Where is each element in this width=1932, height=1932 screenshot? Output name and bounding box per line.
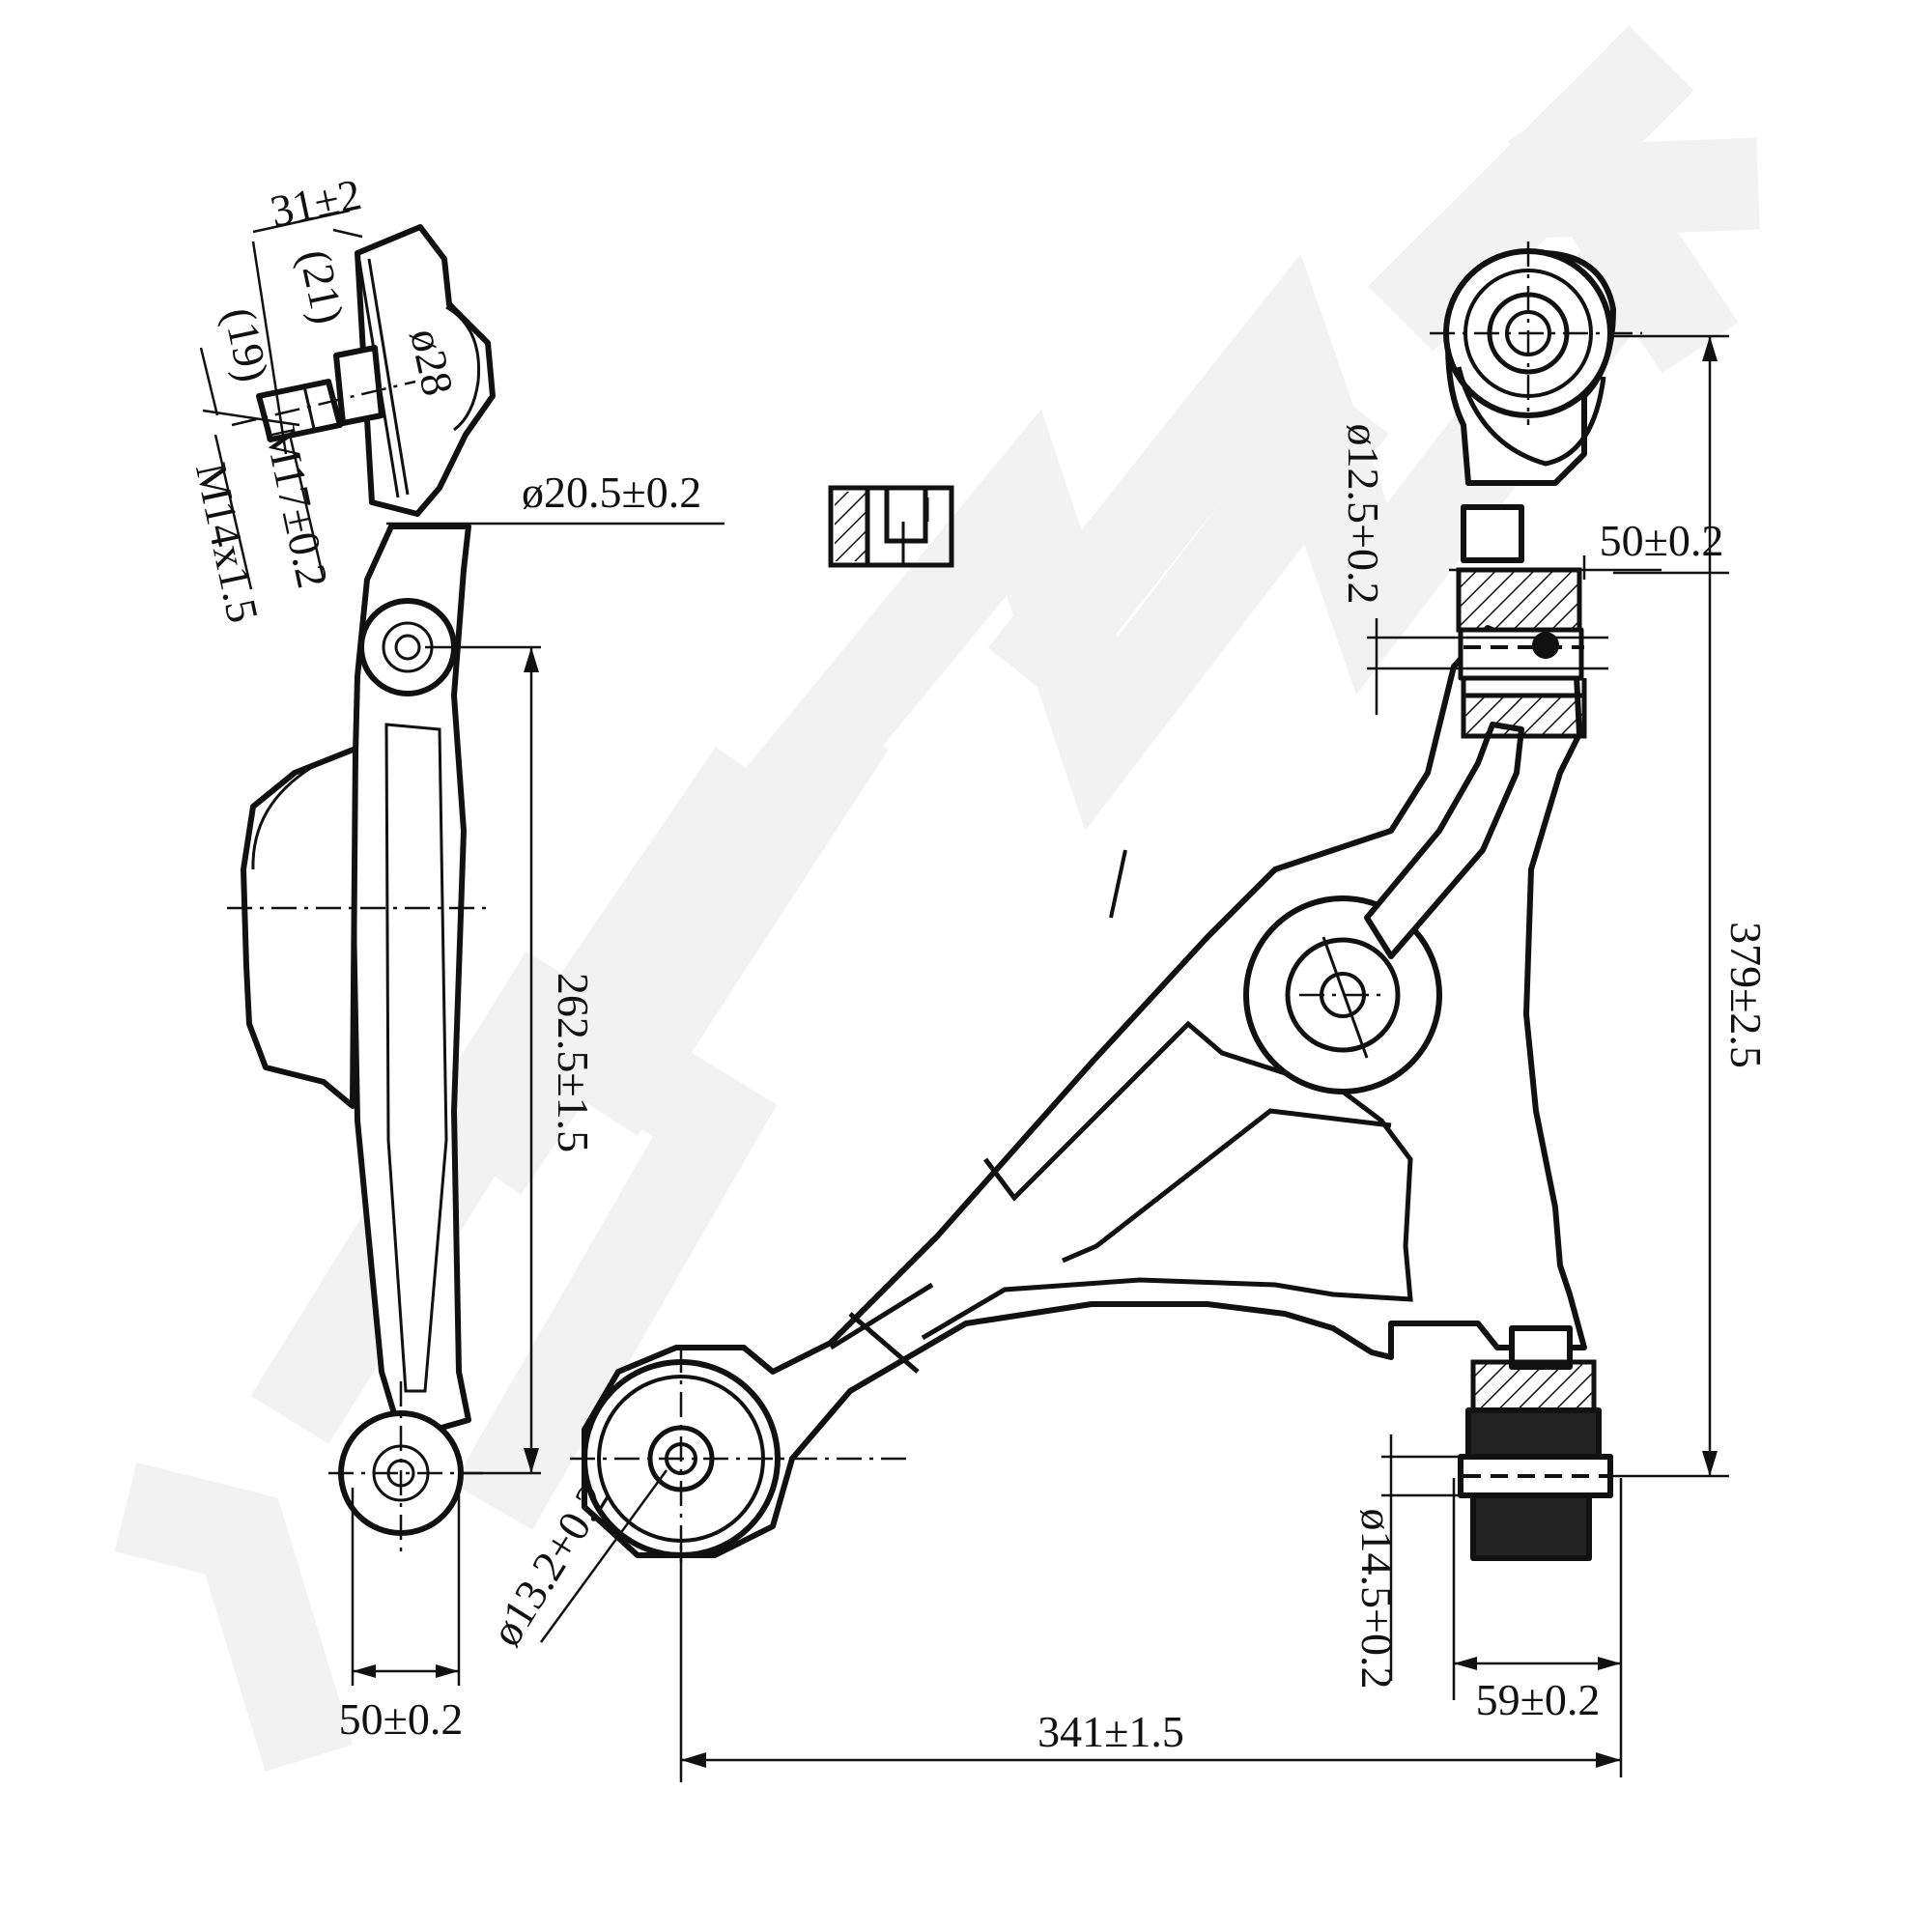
front-bushing-lower	[1461, 693, 1587, 739]
rear-bushing-lower	[1470, 1492, 1592, 1561]
dim-side-bushing-width: 50±0.2	[339, 1694, 464, 1744]
dim-flange-width: 31±2	[266, 169, 365, 236]
dim-stud-diameter: ø20.5±0.2	[522, 468, 701, 517]
dim-shank-length: (21)	[290, 245, 354, 328]
dim-front-bushing-width: 50±0.2	[1600, 516, 1724, 565]
control-arm-body	[582, 625, 1587, 1558]
front-bushing-upper	[1456, 567, 1582, 633]
ball-joint-housing	[355, 224, 496, 517]
ball-stud	[333, 345, 384, 426]
top-view	[539, 242, 1729, 1782]
dim-rear-bushing-bore: ø14.5+0.2	[1352, 1509, 1402, 1690]
side-view	[199, 209, 724, 1686]
dim-front-bushing-bore: ø12.5+0.2	[1339, 424, 1388, 605]
dim-side-height: 262.5±1.5	[549, 973, 598, 1152]
front-bushing-neck	[1461, 504, 1524, 563]
section-detail	[828, 485, 954, 568]
dim-shank-thread: M17±0.2	[256, 422, 338, 593]
dim-top-height: 379±2.5	[1721, 922, 1771, 1068]
dim-overall-length: 341±1.5	[1037, 1707, 1184, 1756]
rear-bushing-collar	[1465, 1407, 1602, 1462]
dim-rear-bushing-width: 59±0.2	[1476, 1675, 1601, 1724]
dim-thread-length: (19)	[214, 303, 278, 386]
dim-stud-thread: M14x1.5	[186, 459, 269, 627]
side-arm-pocket	[241, 746, 358, 1109]
